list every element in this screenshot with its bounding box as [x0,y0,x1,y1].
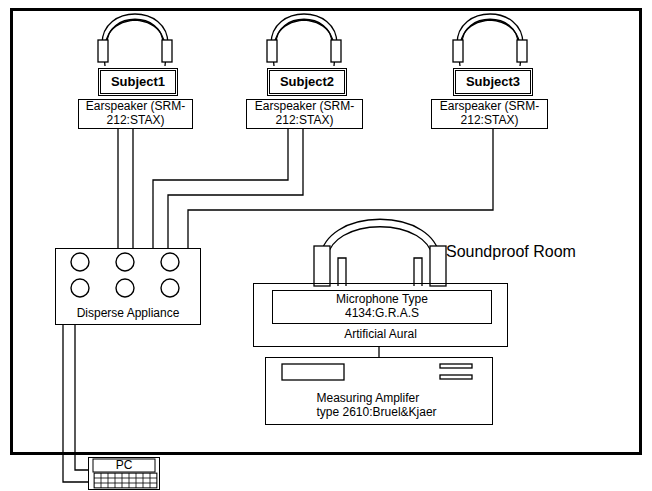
node-label: Earspeaker (SRM-212:STAX) [86,100,186,128]
disperse-appliance: Disperse Appliance [55,248,201,325]
subject-head [453,14,527,66]
subject-box: Subject2 [267,68,347,96]
subject-box: Subject3 [453,68,533,96]
node-label: Earspeaker (SRM-212:STAX) [255,100,355,128]
subject-head [98,14,172,66]
earspeaker-box: Earspeaker (SRM-212:STAX) [431,99,548,129]
pc-keyboard [94,473,157,488]
cable-line [118,129,133,248]
pc-box: PC [88,457,160,490]
earspeaker-box: Earspeaker (SRM-212:STAX) [78,99,193,129]
cable-line [153,129,303,248]
room-region: Soundproof Room Subject1Earspeaker (SRM-2… [10,8,642,455]
headset-icon [314,219,446,286]
node-label: PC [116,459,133,471]
amplifier-box: Measuring Amplifer type 2610:Bruel&Kjaer [265,357,493,425]
artificial-aural: Artificial Aural Microphone Type 4134:G.R… [253,283,508,347]
subject-box: Subject1 [98,68,178,96]
amplifier-panel [282,364,472,380]
region-label: Soundproof Room [446,243,576,261]
node-label: Artificial Aural [344,328,417,342]
node-label: Earspeaker (SRM-212:STAX) [440,100,540,128]
cable-line [188,129,493,248]
cable-line [63,325,88,482]
microphone-box: Microphone Type 4134:G.R.A.S [272,290,492,324]
earspeaker-box: Earspeaker (SRM-212:STAX) [246,99,363,129]
node-label: Disperse Appliance [77,307,180,321]
node-label: Microphone Type 4134:G.R.A.S [328,293,436,321]
node-label: Subject3 [466,75,520,90]
node-label: Subject2 [280,75,334,90]
node-label: Subject1 [111,75,165,90]
node-label: Measuring Amplifer type 2610:Bruel&Kjaer [317,392,442,420]
socket-circles [71,253,179,297]
pc-screen [93,459,155,472]
cable-line [378,347,379,357]
subject-head [267,14,341,66]
